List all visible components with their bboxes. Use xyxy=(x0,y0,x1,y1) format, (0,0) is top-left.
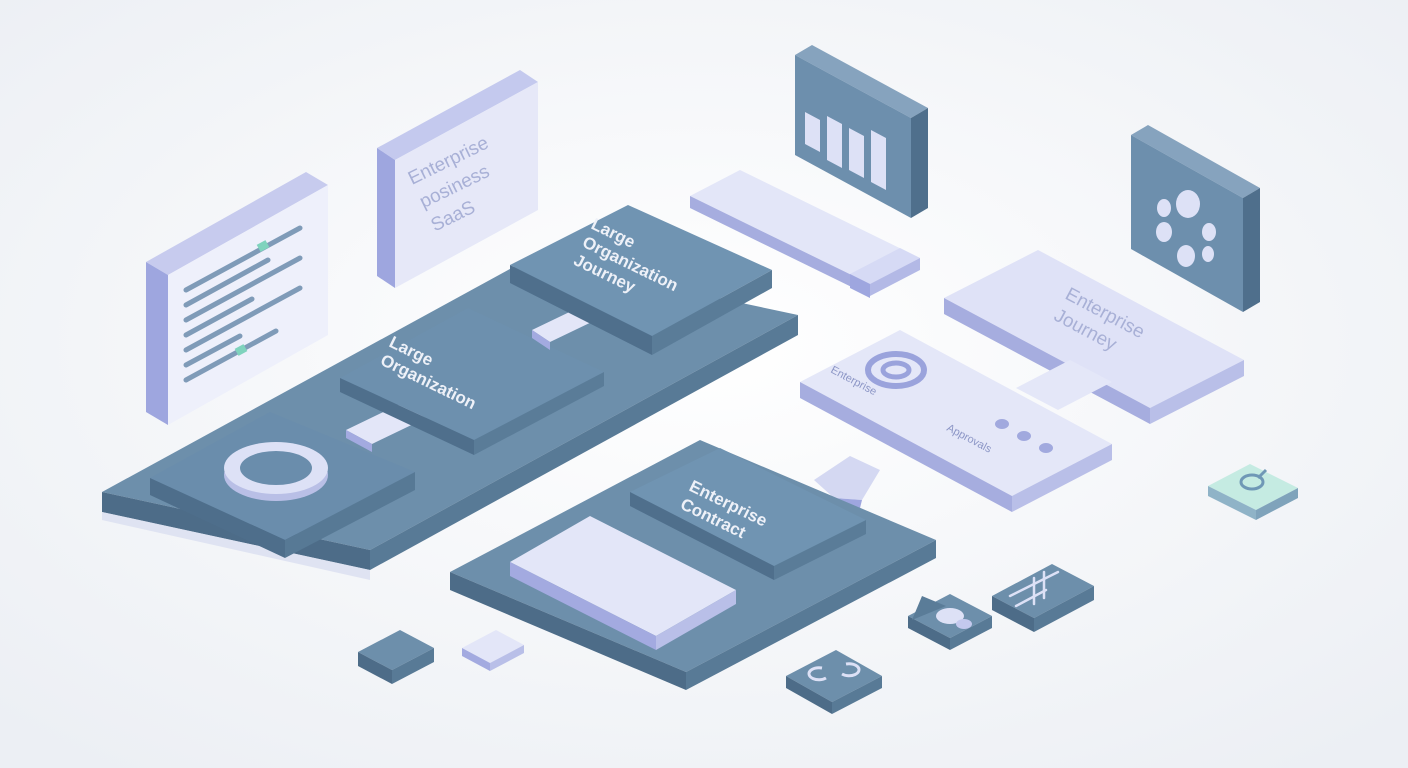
bar-chart-block xyxy=(795,45,928,218)
panel-cross: Enterprise Approvals xyxy=(800,330,1112,512)
bar-chart-icon xyxy=(805,112,886,190)
card-large-organization-journey: Large Organization Journey xyxy=(510,205,772,355)
card-enterprise-contract: Enterprise Contract xyxy=(630,448,866,580)
panel-enterprise-journey: Enterprise Journey xyxy=(944,250,1244,424)
l-bracket xyxy=(690,170,920,298)
rocket-block xyxy=(908,594,992,650)
small-lavender-block xyxy=(462,630,524,671)
dot-cluster-icon xyxy=(1156,190,1216,267)
note-panel: Enterprise posiness SaaS xyxy=(377,70,538,288)
link-icon xyxy=(1008,570,1060,608)
contract-lavender-block xyxy=(510,516,736,650)
ring-card xyxy=(150,412,415,558)
document-board-icon xyxy=(183,225,303,383)
document-board xyxy=(146,172,328,425)
rocket-icon xyxy=(912,596,972,629)
dot-cluster-block xyxy=(1131,125,1260,312)
mint-key-block xyxy=(1208,464,1298,520)
code-block xyxy=(786,650,882,714)
small-slate-block xyxy=(358,630,434,684)
code-icon xyxy=(807,662,861,682)
ring-icon xyxy=(224,442,328,501)
link-block xyxy=(992,564,1094,632)
key-icon xyxy=(1239,468,1268,491)
ellipsis-icon xyxy=(995,419,1053,453)
target-icon xyxy=(865,351,927,389)
